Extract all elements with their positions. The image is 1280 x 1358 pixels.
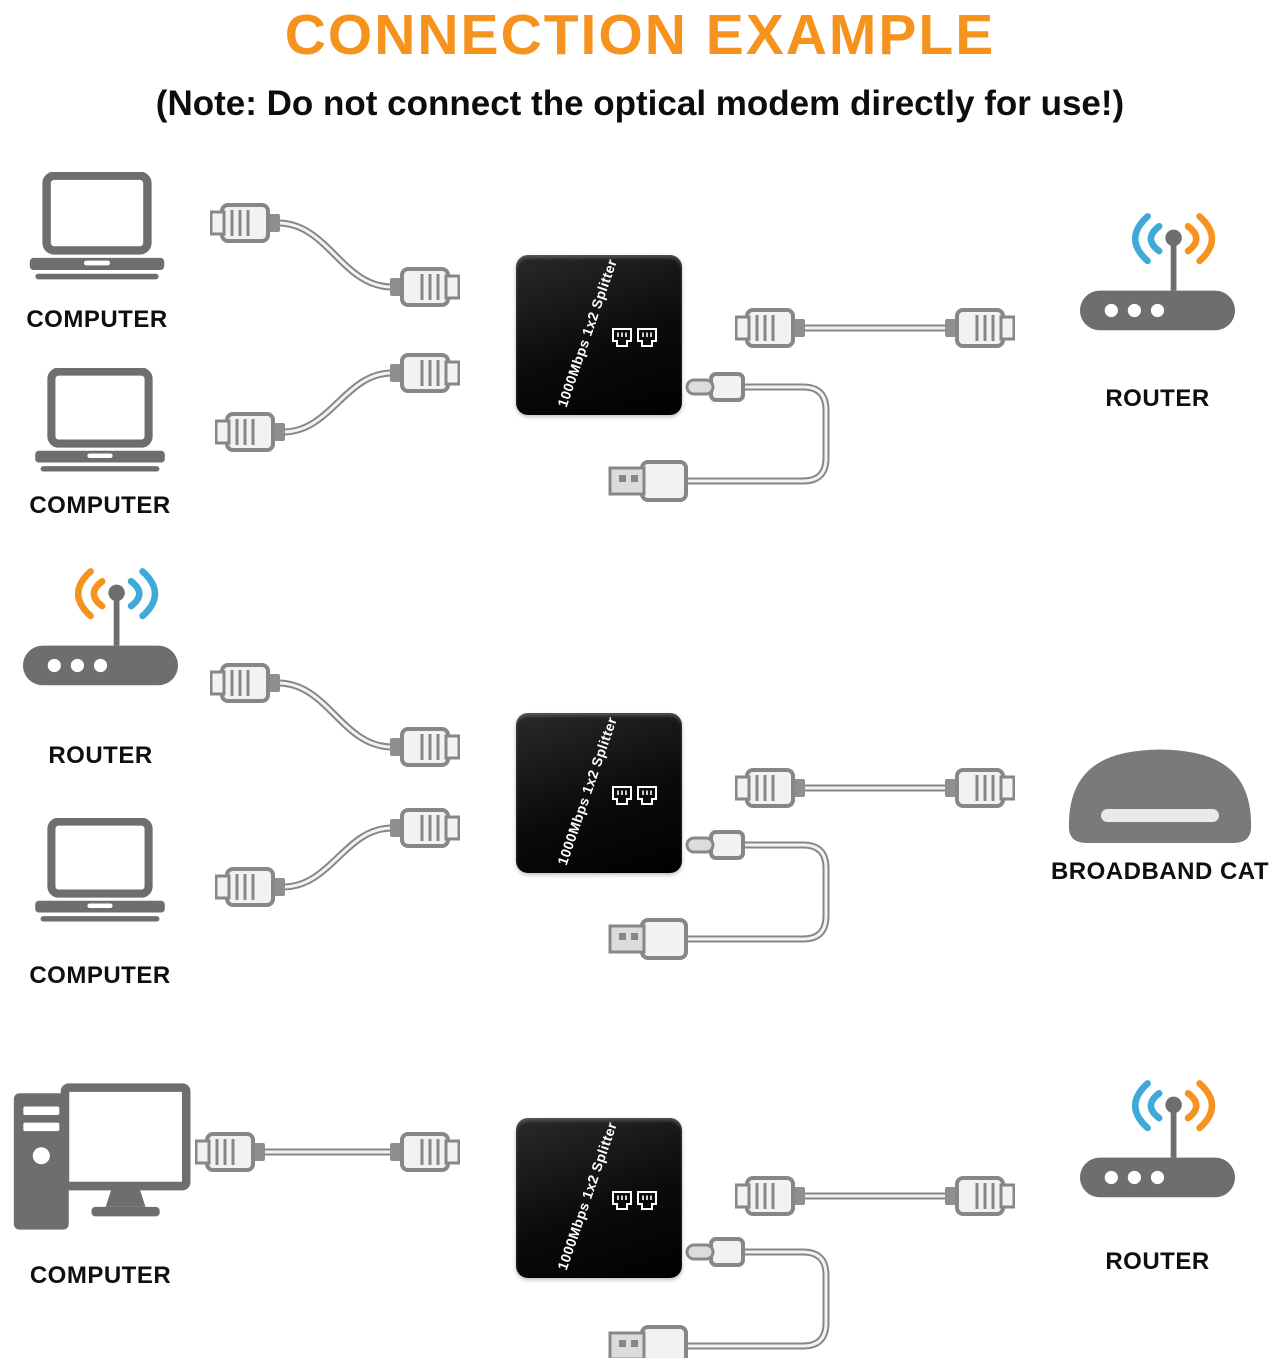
rj45-connector-icon bbox=[735, 308, 807, 348]
rj45-connector-icon bbox=[388, 808, 460, 848]
rj45-connector-icon bbox=[215, 412, 287, 452]
router-icon bbox=[1075, 1072, 1240, 1212]
laptop-icon bbox=[22, 172, 172, 284]
page-title: CONNECTION EXAMPLE bbox=[284, 3, 996, 67]
rj45-connector-icon bbox=[735, 1176, 807, 1216]
device-label: ROUTER bbox=[1105, 1248, 1210, 1275]
rj45-connector-icon bbox=[210, 663, 282, 703]
usb-power-cable bbox=[608, 830, 830, 960]
laptop-icon bbox=[27, 818, 173, 926]
usb-c-connector-icon bbox=[685, 1237, 745, 1267]
rj45-connector-icon bbox=[943, 308, 1015, 348]
splitter-device: 1000Mbps 1x2 Splitter bbox=[516, 713, 682, 873]
ethernet-cable bbox=[215, 353, 460, 452]
rj45-connector-icon bbox=[215, 867, 287, 907]
warning-note: (Note: Do not connect the optical modem … bbox=[155, 84, 1125, 123]
ethernet-cable bbox=[195, 1132, 460, 1172]
router-icon bbox=[1075, 205, 1240, 345]
router-icon bbox=[18, 560, 183, 700]
usb-a-connector-icon bbox=[608, 918, 688, 960]
desktop-computer-icon bbox=[8, 1080, 193, 1241]
rj45-connector-icon bbox=[943, 768, 1015, 808]
usb-a-connector-icon bbox=[608, 1325, 688, 1358]
ethernet-port-icons bbox=[612, 786, 657, 805]
device-label: ROUTER bbox=[48, 742, 153, 769]
rj45-connector-icon bbox=[388, 727, 460, 767]
device-label: BROADBAND CAT bbox=[1050, 858, 1270, 885]
rj45-connector-icon bbox=[210, 203, 282, 243]
ethernet-cable bbox=[735, 768, 1015, 808]
ethernet-cable bbox=[210, 663, 460, 767]
rj45-connector-icon bbox=[195, 1132, 267, 1172]
usb-a-connector-icon bbox=[608, 460, 688, 502]
device-label: COMPUTER bbox=[29, 1262, 172, 1289]
laptop-icon bbox=[27, 368, 173, 476]
rj45-connector-icon bbox=[943, 1176, 1015, 1216]
device-label: COMPUTER bbox=[29, 962, 171, 989]
ethernet-cable bbox=[735, 308, 1015, 348]
usb-c-connector-icon bbox=[685, 830, 745, 860]
modem-icon bbox=[1068, 749, 1252, 843]
device-label: COMPUTER bbox=[26, 306, 168, 333]
ethernet-port-icons bbox=[612, 1191, 657, 1210]
splitter-device: 1000Mbps 1x2 Splitter bbox=[516, 1118, 682, 1278]
rj45-connector-icon bbox=[388, 1132, 460, 1172]
ethernet-cable bbox=[735, 1176, 1015, 1216]
usb-c-connector-icon bbox=[685, 372, 745, 402]
device-label: ROUTER bbox=[1105, 385, 1210, 412]
splitter-device: 1000Mbps 1x2 Splitter bbox=[516, 255, 682, 415]
usb-power-cable bbox=[608, 372, 830, 502]
ethernet-cable bbox=[215, 808, 460, 907]
device-label: COMPUTER bbox=[29, 492, 171, 519]
rj45-connector-icon bbox=[388, 353, 460, 393]
rj45-connector-icon bbox=[735, 768, 807, 808]
ethernet-cable bbox=[210, 203, 460, 307]
usb-power-cable bbox=[608, 1237, 830, 1358]
ethernet-port-icons bbox=[612, 328, 657, 347]
rj45-connector-icon bbox=[388, 267, 460, 307]
